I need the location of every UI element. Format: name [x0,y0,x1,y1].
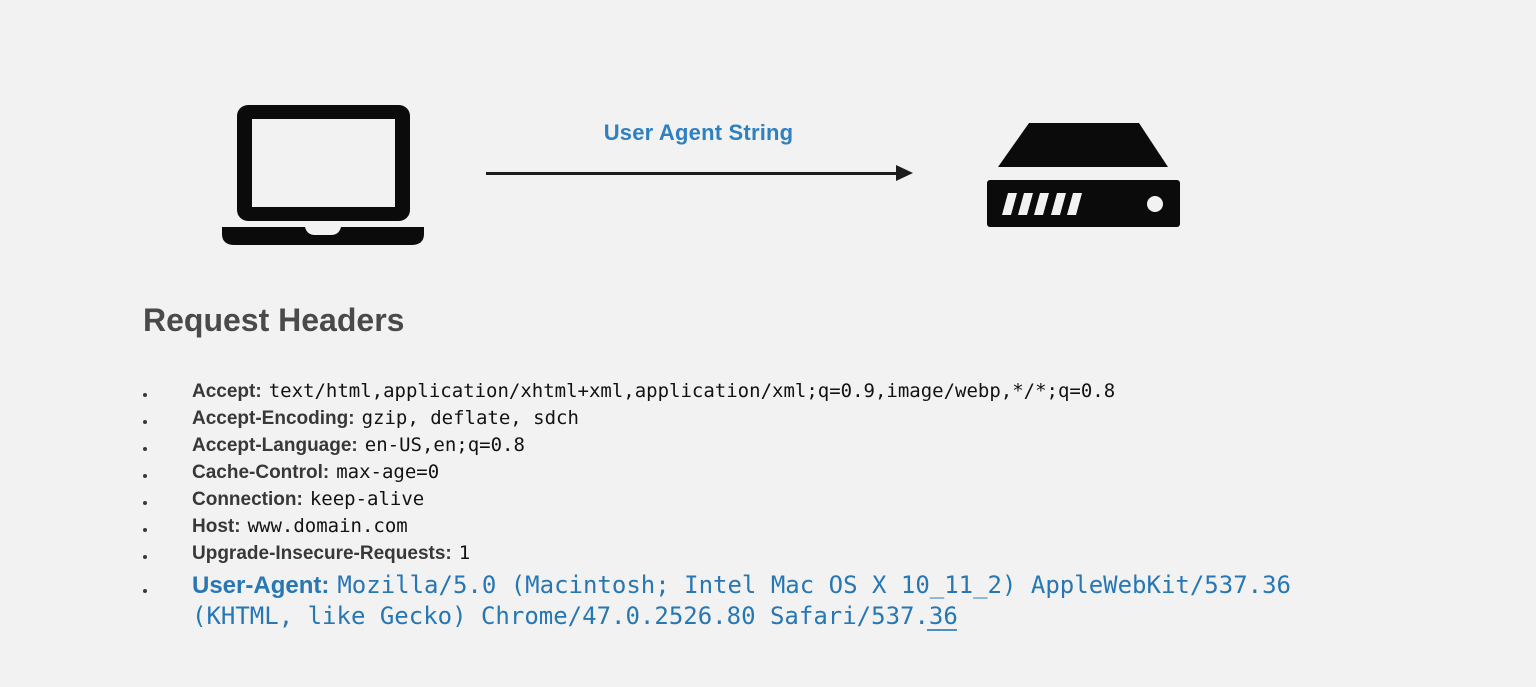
header-name: Host: [192,516,241,537]
list-bullet [143,492,192,510]
header-name: Accept-Encoding: [192,408,355,429]
header-row: Host: www.domain.com [143,513,1403,540]
header-row: Upgrade-Insecure-Requests: 1 [143,540,1403,567]
header-value: 1 [458,542,471,564]
list-bullet [143,546,192,564]
client-server-diagram: User Agent String [0,0,1536,290]
laptop-icon [219,105,427,246]
header-name: Cache-Control: [192,462,330,483]
request-headers-section: Request Headers Accept: text/html,applica… [143,300,1403,632]
header-value: max-age=0 [336,461,440,483]
list-bullet [143,411,192,429]
header-row: Cache-Control: max-age=0 [143,459,1403,486]
header-value: text/html,application/xhtml+xml,applicat… [268,380,1116,402]
header-text: User-Agent:Mozilla/5.0 (Macintosh; Intel… [192,570,1357,632]
arrow-head-icon [896,165,913,181]
header-row: Accept-Encoding: gzip, deflate, sdch [143,405,1403,432]
list-bullet [143,580,192,598]
header-text: Connection: keep-alive [192,486,1357,513]
header-name: User-Agent: [192,572,330,599]
list-bullet [143,438,192,456]
header-row: Accept-Language: en-US,en;q=0.8 [143,432,1403,459]
list-bullet [143,465,192,483]
header-name: Accept: [192,381,262,402]
list-bullet [143,519,192,537]
header-name: Connection: [192,489,303,510]
header-text: Host: www.domain.com [192,513,1357,540]
header-row: Connection: keep-alive [143,486,1403,513]
section-title: Request Headers [143,302,405,338]
header-name: Accept-Language: [192,435,358,456]
header-text: Accept: text/html,application/xhtml+xml,a… [192,378,1357,405]
list-bullet [143,384,192,402]
header-name: Upgrade-Insecure-Requests: [192,543,452,564]
header-text: Accept-Encoding: gzip, deflate, sdch [192,405,1357,432]
header-row: User-Agent:Mozilla/5.0 (Macintosh; Intel… [143,570,1403,632]
header-value: gzip, deflate, sdch [361,407,579,429]
header-value: keep-alive [309,488,425,510]
header-value: Mozilla/5.0 (Macintosh; Intel Mac OS X 1… [192,571,1291,630]
header-text: Accept-Language: en-US,en;q=0.8 [192,432,1357,459]
header-value: en-US,en;q=0.8 [364,434,525,456]
arrow-line [486,172,898,175]
header-value: www.domain.com [247,515,408,537]
request-headers-list: Accept: text/html,application/xhtml+xml,a… [143,378,1403,632]
arrow-label: User Agent String [603,120,794,145]
header-text: Upgrade-Insecure-Requests: 1 [192,540,1357,567]
header-text: Cache-Control: max-age=0 [192,459,1357,486]
server-icon [987,120,1180,228]
header-row: Accept: text/html,application/xhtml+xml,a… [143,378,1403,405]
